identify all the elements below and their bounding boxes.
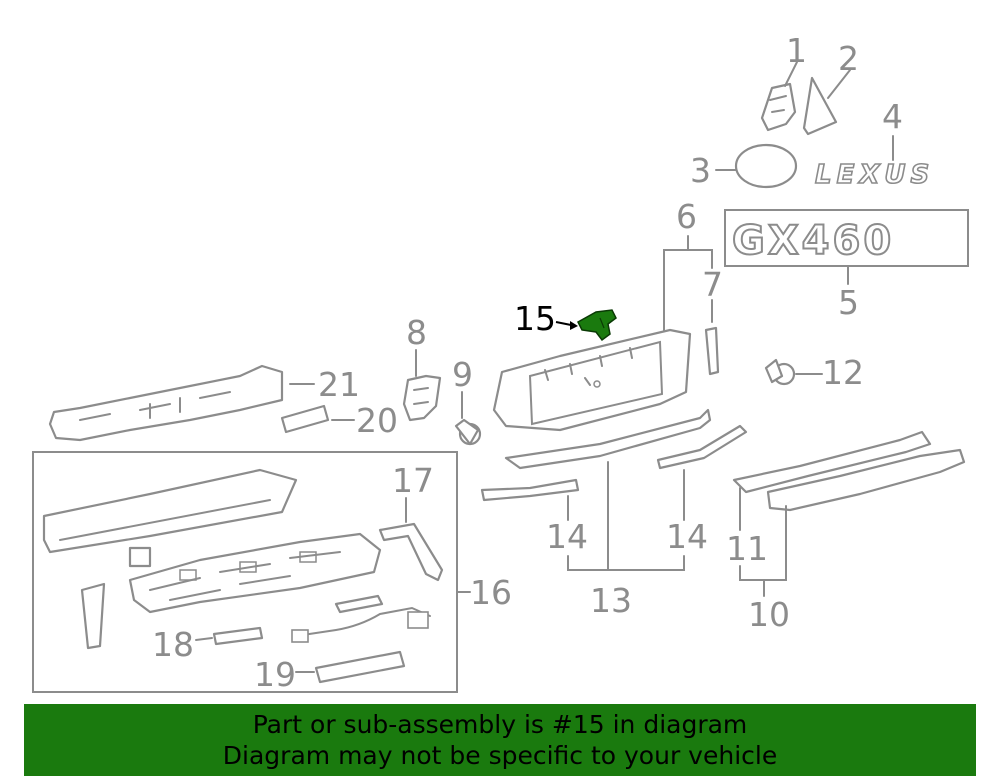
callout-1: 1 xyxy=(786,31,807,70)
part-2-garnish[interactable] xyxy=(802,76,838,136)
part-11-upper-trim[interactable] xyxy=(732,430,932,494)
callout-14-right: 14 xyxy=(666,517,708,556)
notice-line-2: Diagram may not be specific to your vehi… xyxy=(222,741,778,770)
part-10-spoiler-trim[interactable] xyxy=(766,448,966,512)
part-21-reinforcement[interactable] xyxy=(48,364,284,442)
callout-18: 18 xyxy=(152,625,194,664)
callout-20: 20 xyxy=(356,401,398,440)
part-20-plate[interactable] xyxy=(280,404,330,434)
callout-3: 3 xyxy=(690,151,711,190)
callout-5: 5 xyxy=(838,283,859,322)
callout-15: 15 xyxy=(514,299,556,338)
lexus-emblem-text: LEXUS xyxy=(815,160,934,190)
callout-17: 17 xyxy=(392,461,434,500)
spoiler-panel[interactable] xyxy=(42,468,298,554)
spoiler-side-bracket[interactable] xyxy=(80,582,106,650)
part-4-lexus-emblem[interactable]: LEXUS xyxy=(814,159,934,191)
part-5-model-badge[interactable]: GX460 xyxy=(724,209,969,267)
callout-2: 2 xyxy=(838,39,859,78)
part-17-stay[interactable] xyxy=(378,522,444,582)
callout-21: 21 xyxy=(318,365,360,404)
callout-10: 10 xyxy=(748,595,790,634)
part-15-clip[interactable] xyxy=(577,309,617,342)
callout-6: 6 xyxy=(676,197,697,236)
model-badge-text: GX460 xyxy=(732,218,894,264)
callout-13: 13 xyxy=(590,581,632,620)
callout-11: 11 xyxy=(726,529,768,568)
callout-4: 4 xyxy=(882,97,903,136)
part-7-side-molding[interactable] xyxy=(704,326,720,376)
part-14-right-strip[interactable] xyxy=(656,424,748,470)
part-8-bracket[interactable] xyxy=(402,374,442,422)
notice-banner: Part or sub-assembly is #15 in diagram D… xyxy=(24,704,976,776)
callout-7: 7 xyxy=(702,265,723,304)
callout-8: 8 xyxy=(406,313,427,352)
back-door-garnish[interactable] xyxy=(492,328,692,432)
spoiler-base[interactable] xyxy=(128,532,382,614)
callout-16: 16 xyxy=(470,573,512,612)
part-9-clip[interactable] xyxy=(454,418,482,446)
stop-lamp-harness[interactable] xyxy=(291,606,431,643)
callout-19: 19 xyxy=(254,655,296,694)
spoiler-strip[interactable] xyxy=(334,594,384,614)
callout-14-left: 14 xyxy=(546,517,588,556)
spoiler-stopper[interactable] xyxy=(128,546,152,568)
part-12-clip[interactable] xyxy=(764,358,796,386)
part-1-bracket[interactable] xyxy=(760,82,797,132)
callout-9: 9 xyxy=(452,355,473,394)
part-13-lower-molding[interactable] xyxy=(504,408,712,470)
notice-line-1: Part or sub-assembly is #15 in diagram xyxy=(252,710,748,739)
assembly-16-inset xyxy=(32,451,458,693)
part-14-left-strip[interactable] xyxy=(480,478,580,502)
part-18-tape[interactable] xyxy=(212,626,264,646)
part-19-stop-lamp[interactable] xyxy=(314,650,406,684)
part-3-oval-plate[interactable] xyxy=(734,143,798,189)
callout-12: 12 xyxy=(822,353,864,392)
